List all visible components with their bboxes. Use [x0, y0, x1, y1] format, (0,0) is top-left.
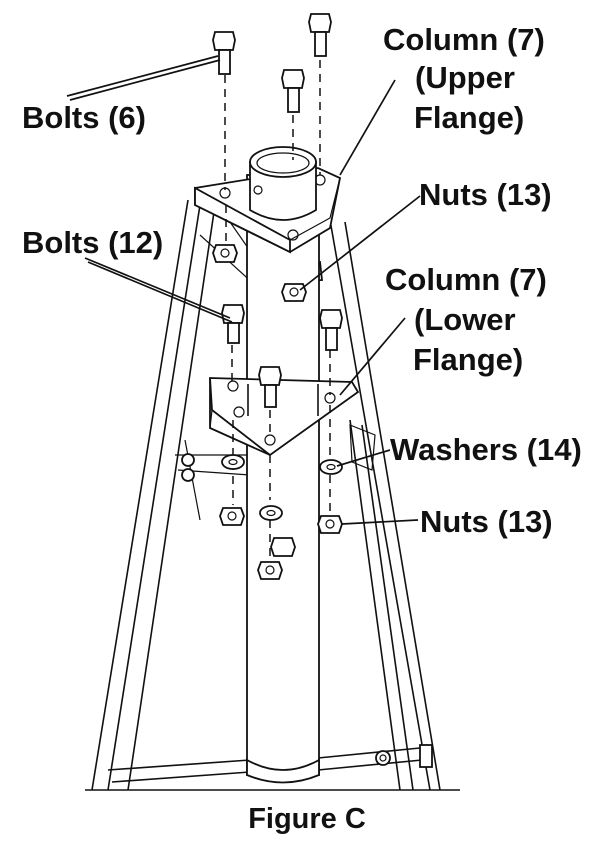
nut-lower-right	[317, 515, 343, 534]
label-bolts-12: Bolts (12)	[22, 225, 163, 260]
callout-labels: Bolts (6) Column (7) (Upper Flange) Nuts…	[22, 22, 582, 835]
nut-lower-middle	[257, 561, 283, 580]
label-column-lower-line1: Column (7)	[385, 262, 547, 297]
washer-right	[319, 459, 343, 475]
label-column-lower-line3: Flange)	[413, 342, 523, 377]
upper-column-socket	[249, 146, 317, 221]
label-bolts-6: Bolts (6)	[22, 100, 146, 135]
bolt-upper-right	[308, 13, 332, 57]
leader-lines	[66, 55, 421, 525]
label-column-upper-line2: (Upper	[415, 60, 515, 95]
bolt-lower-left	[221, 304, 245, 344]
washer-left	[221, 454, 245, 470]
label-nuts-upper: Nuts (13)	[419, 177, 552, 212]
figure-caption: Figure C	[248, 803, 366, 835]
bolt-upper-middle	[281, 69, 305, 113]
label-nuts-lower: Nuts (13)	[420, 504, 553, 539]
bolt-frame-side	[270, 537, 296, 557]
bolt-lower-middle	[258, 366, 282, 408]
lower-flange	[209, 377, 360, 457]
label-column-lower-line2: (Lower	[414, 302, 516, 337]
label-column-upper-line3: Flange)	[414, 100, 524, 135]
washer-middle	[259, 505, 283, 521]
bolt-lower-right	[319, 309, 343, 351]
label-column-upper-line1: Column (7)	[383, 22, 545, 57]
nut-lower-left	[219, 507, 245, 526]
bolt-upper-left	[212, 31, 236, 75]
label-washers: Washers (14)	[390, 432, 582, 467]
nut-upper-left	[212, 244, 238, 263]
nut-upper-right	[281, 283, 307, 302]
column-tube	[246, 174, 320, 784]
